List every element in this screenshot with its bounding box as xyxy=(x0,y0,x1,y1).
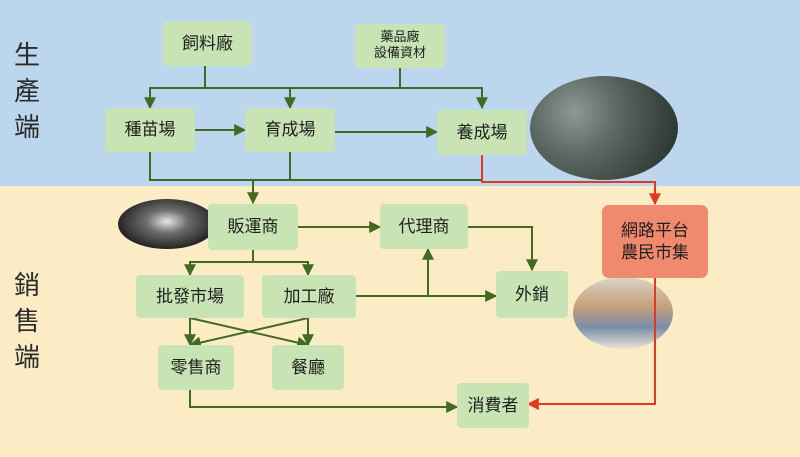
edge-processing-retailer xyxy=(188,317,309,349)
production-side-label: 生產端 xyxy=(13,41,40,143)
edge-feed-bus xyxy=(144,66,206,110)
node-export: 外銷 xyxy=(496,271,568,318)
edge-agent-export xyxy=(468,226,538,272)
node-wholesale-market: 批發市場 xyxy=(136,275,244,318)
node-consumer: 消費者 xyxy=(457,383,529,428)
edge-feed-nursery xyxy=(205,87,296,110)
node-hatchery: 種苗場 xyxy=(105,108,195,152)
edge-farm-online xyxy=(481,155,661,206)
sales-side-label: 銷售端 xyxy=(13,271,40,373)
farmers-market-photo xyxy=(573,277,673,349)
node-restaurant: 餐廳 xyxy=(272,345,344,390)
edge-hatchery-down xyxy=(149,152,482,181)
fish-farm-photo xyxy=(530,76,678,180)
node-pharma-equipment: 藥品廠 設備資材 xyxy=(355,24,445,68)
node-retailer: 零售商 xyxy=(158,345,234,390)
node-nursery: 育成場 xyxy=(245,108,335,152)
node-processing: 加工廠 xyxy=(262,275,356,318)
edge-retailer-consumer xyxy=(189,390,459,413)
night-transport-photo xyxy=(118,199,216,249)
edge-online-consumer xyxy=(526,278,656,410)
node-farm: 養成場 xyxy=(437,110,527,155)
node-agent: 代理商 xyxy=(380,204,468,249)
node-trader: 販運商 xyxy=(208,204,298,250)
node-feed-factory: 飼料廠 xyxy=(163,21,252,66)
edge-feed-farm xyxy=(290,87,488,110)
edge-trader-processing xyxy=(253,261,314,277)
node-online-platform: 網路平台 農民市集 xyxy=(602,205,708,278)
edge-trader-split xyxy=(184,250,254,277)
